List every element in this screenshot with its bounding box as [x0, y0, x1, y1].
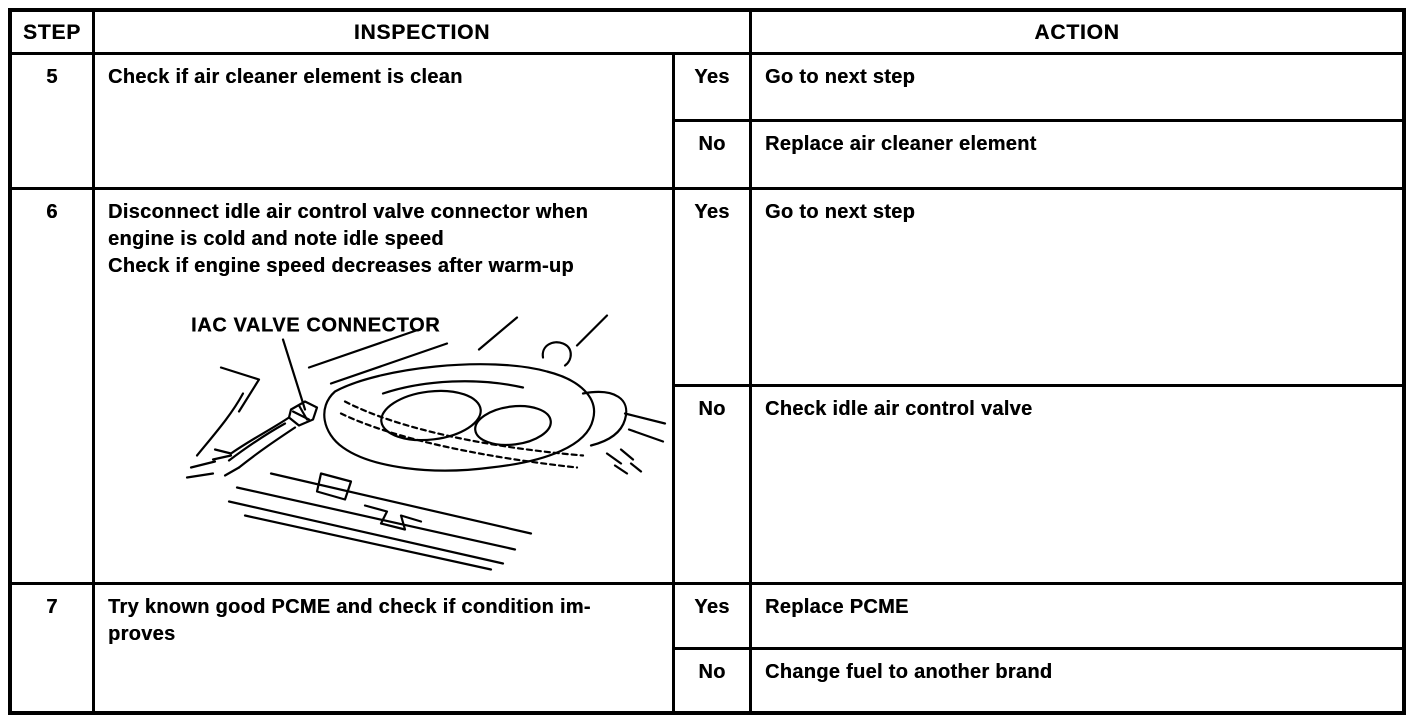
- left-edge: [219, 366, 261, 413]
- gasket-bead: [339, 400, 585, 469]
- step-number-7: 7: [12, 582, 92, 711]
- step-number-5: 5: [12, 52, 92, 187]
- inspection-text-line: engine is cold and note idle speed: [108, 228, 444, 250]
- answer-step6-yes: Yes: [672, 187, 749, 384]
- right-hose: [581, 390, 667, 447]
- zigzag-detail: [363, 504, 423, 531]
- action-step5-yes: Go to next step: [749, 52, 1402, 119]
- inspection-text-line: Check if air cleaner element is clean: [108, 66, 463, 88]
- plenum-outline: [323, 363, 596, 472]
- plenum-port-1: [380, 389, 482, 442]
- cap: [541, 341, 572, 367]
- plenum-ridge: [381, 380, 525, 395]
- answer-step5-no: No: [672, 119, 749, 187]
- inspection-text-line: Check if engine speed decreases after wa…: [108, 255, 574, 277]
- col-header-step: STEP: [22, 20, 82, 44]
- inspection-step-6: Disconnect idle air control valve connec…: [92, 187, 672, 582]
- col-header-action: ACTION: [749, 12, 1402, 52]
- leader-line: [281, 338, 307, 411]
- inspection-step-5: Check if air cleaner element is clean: [92, 52, 672, 187]
- answer-step7-no: No: [672, 647, 749, 711]
- answer-step5-yes: Yes: [672, 52, 749, 119]
- action-step6-no: Check idle air control valve: [749, 384, 1402, 582]
- iac-valve-connector-figure: IAC VALVE CONNECTOR: [179, 304, 672, 572]
- step-number-6: 6: [12, 187, 92, 582]
- action-step5-no: Replace air cleaner element: [749, 119, 1402, 187]
- action-step6-yes: Go to next step: [749, 187, 1402, 384]
- wire-ends: [185, 448, 241, 479]
- troubleshooting-table: STEP INSPECTION ACTION 5 Check if air cl…: [8, 8, 1406, 715]
- engine-line-drawing: IAC VALVE CONNECTOR: [185, 314, 667, 571]
- answer-step6-no: No: [672, 384, 749, 582]
- inspection-text-line: Try known good PCME and check if conditi…: [108, 596, 591, 618]
- inspection-step-7: Try known good PCME and check if conditi…: [92, 582, 672, 711]
- bracket: [315, 472, 353, 501]
- plenum-port-2: [474, 404, 552, 447]
- inspection-text-line: proves: [108, 623, 176, 645]
- wire-harness: [227, 416, 297, 469]
- figure-caption: IAC VALVE CONNECTOR: [191, 315, 440, 337]
- action-step7-yes: Replace PCME: [749, 582, 1402, 647]
- col-header-inspection: INSPECTION: [92, 12, 749, 52]
- inspection-text-line: Disconnect idle air control valve connec…: [108, 201, 589, 223]
- right-ticks: [605, 448, 643, 475]
- left-curve: [195, 392, 245, 457]
- action-step7-no: Change fuel to another brand: [749, 647, 1402, 711]
- answer-step7-yes: Yes: [672, 582, 749, 647]
- upper-lines: [307, 314, 609, 385]
- connector-hatch: [291, 404, 311, 421]
- runner-lines: [227, 472, 533, 571]
